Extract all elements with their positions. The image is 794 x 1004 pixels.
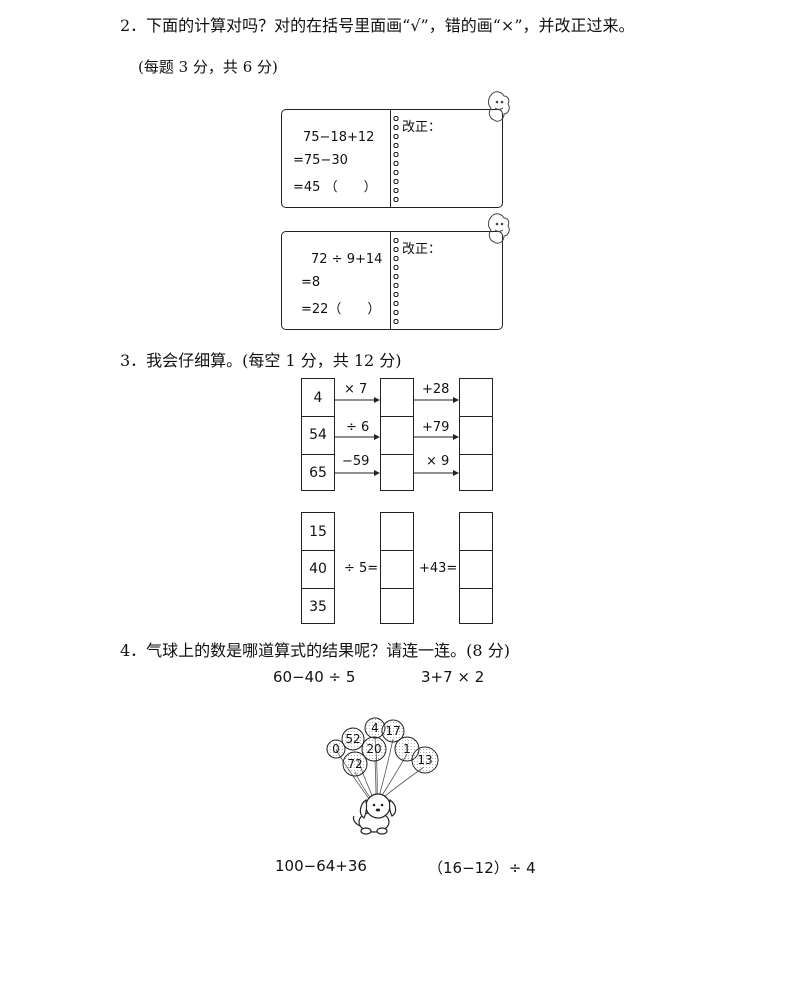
question-2-title: 2．下面的计算对吗？对的在括号里面画“√”，错的画“×”，并改正过来。 xyxy=(120,16,635,35)
operation-label: +28 xyxy=(422,382,450,397)
notebook-spine xyxy=(390,110,391,207)
calc-line-3: =22（ ） xyxy=(301,302,381,317)
balloons xyxy=(326,717,439,777)
operation-label: +43= xyxy=(419,561,458,576)
notebook-card-1: 75−18+12 =75−30 =45 （ ） 改正： xyxy=(281,109,503,208)
input-cell: 4 xyxy=(302,379,334,417)
balloon xyxy=(361,736,387,762)
answer-column-2 xyxy=(459,378,493,491)
answer-column-3 xyxy=(380,512,414,624)
answer-column-4 xyxy=(459,512,493,624)
answer-blank[interactable] xyxy=(460,550,492,589)
expression-bottom-left[interactable]: 100−64+36 xyxy=(275,857,367,875)
balloon xyxy=(381,719,405,743)
calc-line-1: 72 ÷ 9+14 xyxy=(311,252,383,267)
balloon-number: 20 xyxy=(366,742,381,756)
answer-column-1 xyxy=(380,378,414,491)
answer-blank[interactable] xyxy=(460,588,492,625)
input-cell: 15 xyxy=(302,513,334,551)
calc-line-3: =45 （ ） xyxy=(293,180,377,195)
operation-label: −59 xyxy=(342,454,370,469)
operation-label: ÷ 6 xyxy=(346,420,370,435)
answer-blank[interactable] xyxy=(381,550,413,589)
answer-blank[interactable] xyxy=(381,379,413,417)
cartoon-creature-icon xyxy=(488,91,510,122)
balloon-number: 52 xyxy=(345,732,360,746)
balloon-number: 4 xyxy=(371,721,379,735)
balloon xyxy=(326,739,346,759)
operation-label: × 7 xyxy=(344,382,368,397)
answer-blank[interactable] xyxy=(381,416,413,455)
question-4-title: 4．气球上的数是哪道算式的结果呢？请连一连。(8 分) xyxy=(120,641,510,660)
calc-line-1: 75−18+12 xyxy=(303,130,375,145)
notebook-rings xyxy=(392,236,400,325)
answer-blank[interactable] xyxy=(381,513,413,551)
puppy-icon xyxy=(352,793,397,835)
notebook-spine xyxy=(390,232,391,329)
answer-blank[interactable] xyxy=(460,454,492,492)
answer-blank[interactable] xyxy=(460,416,492,455)
input-cell: 40 xyxy=(302,550,334,589)
balloon-number: 72 xyxy=(347,757,362,771)
notebook-card-2: 72 ÷ 9+14 =8 =22（ ） 改正： xyxy=(281,231,503,330)
calc-line-2: =8 xyxy=(301,275,321,290)
operation-label: ÷ 5= xyxy=(344,561,379,576)
operation-label: × 9 xyxy=(426,454,450,469)
expression-bottom-right[interactable]: （16−12）÷ 4 xyxy=(428,859,536,877)
question-3-title: 3．我会仔细算。(每空 1 分，共 12 分) xyxy=(120,351,402,370)
answer-blank[interactable] xyxy=(381,588,413,625)
balloon xyxy=(342,751,368,777)
answer-blank[interactable] xyxy=(460,379,492,417)
cartoon-creature-icon xyxy=(488,213,510,244)
balloon-number: 1 xyxy=(403,742,411,756)
question-2-score-note: (每题 3 分，共 6 分) xyxy=(138,58,278,76)
answer-blank[interactable] xyxy=(460,513,492,551)
balloon xyxy=(411,746,439,774)
balloon xyxy=(341,727,365,751)
input-column-1: 4 54 65 xyxy=(301,378,335,491)
balloon-number: 17 xyxy=(385,724,400,738)
operation-label: +79 xyxy=(422,420,450,435)
correction-label: 改正： xyxy=(402,120,442,135)
correction-label: 改正： xyxy=(402,242,442,257)
expression-top-left[interactable]: 60−40 ÷ 5 xyxy=(273,668,356,686)
calc-line-2: =75−30 xyxy=(293,153,348,168)
balloon-dog-illustration: 0 52 4 17 20 1 72 13 xyxy=(326,717,439,835)
expression-top-right[interactable]: 3+7 × 2 xyxy=(421,668,485,686)
input-cell: 54 xyxy=(302,416,334,455)
arrow-connectors xyxy=(335,397,459,476)
balloon-number: 13 xyxy=(417,753,432,767)
input-column-2: 15 40 35 xyxy=(301,512,335,624)
notebook-rings xyxy=(392,114,400,203)
balloon-number: 0 xyxy=(332,742,340,756)
input-cell: 35 xyxy=(309,598,327,615)
input-cell: 65 xyxy=(309,465,327,481)
